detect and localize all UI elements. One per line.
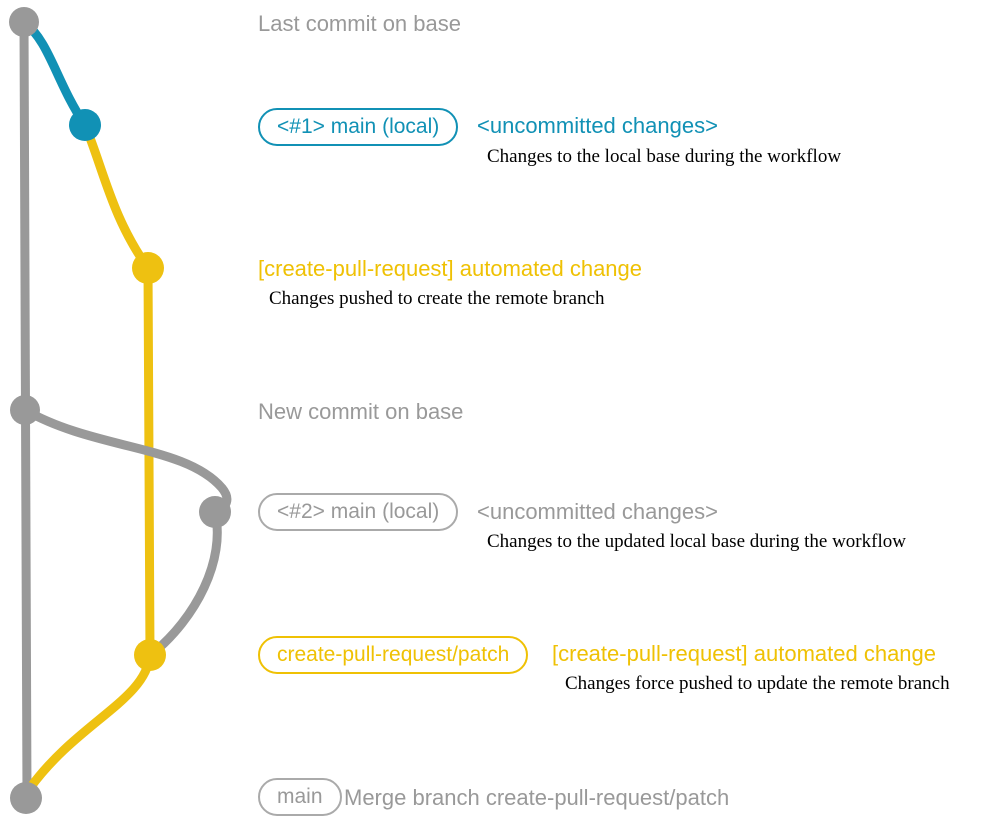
edge-to-automated-change-1: [80, 120, 153, 273]
commit-node-last-base: [9, 7, 39, 37]
commit-node-new-base: [10, 395, 40, 425]
commit-node-main-local-1: [69, 109, 101, 141]
edge-remote-branch-trunk: [143, 263, 155, 660]
heading-automated-change-2: [create-pull-request] automated change: [552, 641, 937, 666]
caption-pushed-create-remote: Changes pushed to create the remote bran…: [269, 288, 605, 309]
commit-node-main-local-2: [199, 496, 231, 528]
label-last-commit-on-base: Last commit on base: [258, 11, 461, 36]
commit-node-automated-change-2: [134, 639, 166, 671]
edge-patch-to-merge: [25, 650, 155, 793]
branch-badge-create-pull-request-patch: create-pull-request/patch: [258, 636, 529, 674]
caption-updated-local-base-changes: Changes to the updated local base during…: [487, 531, 906, 552]
edge-local-2-to-patch: [147, 507, 222, 659]
edge-local-main-1: [19, 17, 90, 130]
commit-graph: [9, 7, 232, 814]
label-new-commit-on-base: New commit on base: [258, 399, 464, 424]
commit-node-automated-change-1: [132, 252, 164, 284]
commit-node-merge: [10, 782, 42, 814]
heading-merge-branch: Merge branch create-pull-request/patch: [344, 785, 730, 810]
heading-uncommitted-changes-2: <uncommitted changes>: [477, 499, 718, 524]
branch-badge-main-local-2: <#2> main (local): [258, 493, 459, 531]
branch-badge-main: main: [258, 778, 342, 816]
branch-badge-main-local-1: <#1> main (local): [258, 108, 459, 146]
heading-uncommitted-changes-1: <uncommitted changes>: [477, 113, 718, 138]
caption-force-pushed-update-remote: Changes force pushed to update the remot…: [565, 673, 950, 694]
edge-to-local-main-2: [20, 405, 232, 517]
heading-automated-change-1: [create-pull-request] automated change: [258, 256, 643, 281]
caption-local-base-changes: Changes to the local base during the wor…: [487, 146, 842, 167]
